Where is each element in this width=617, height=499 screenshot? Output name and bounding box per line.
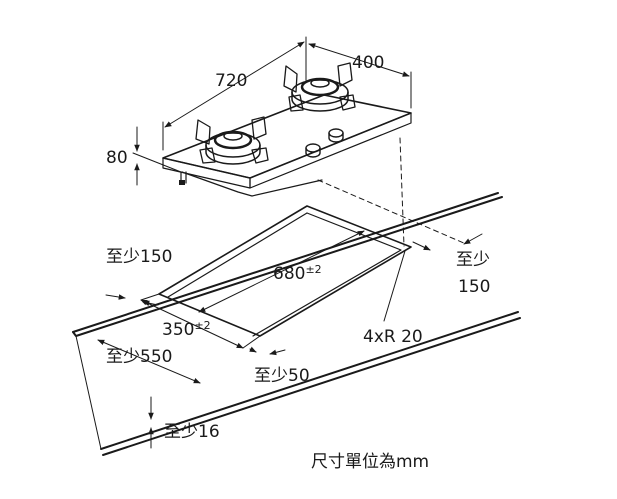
depth-dimension	[308, 43, 412, 109]
depth-label: 400	[352, 53, 384, 73]
corner-radius-label: 4xR 20	[363, 327, 423, 347]
front-clearance-label: 至少50	[254, 366, 310, 386]
width-dimension	[162, 36, 307, 151]
thickness-label: 至少16	[164, 422, 220, 442]
burner-right	[283, 62, 356, 112]
cutout-length-label: 680±2	[273, 263, 322, 284]
countertop	[72, 192, 521, 456]
control-knob-right	[328, 128, 344, 143]
height-dimension	[132, 126, 182, 186]
height-label: 80	[106, 148, 128, 168]
side-clearance-label: 至少550	[106, 347, 172, 367]
width-label: 720	[215, 71, 247, 91]
units-note: 尺寸單位為mm	[311, 452, 429, 472]
control-knob-left	[305, 143, 321, 158]
cutout-width-dimension	[140, 293, 261, 349]
right-clearance-label-line1: 至少	[456, 250, 490, 270]
cooktop-unit	[162, 62, 412, 197]
right-clearance-label-line2: 150	[458, 277, 490, 297]
cutout-width-label: 350±2	[162, 319, 211, 340]
back-clearance-label: 至少150	[106, 247, 172, 267]
